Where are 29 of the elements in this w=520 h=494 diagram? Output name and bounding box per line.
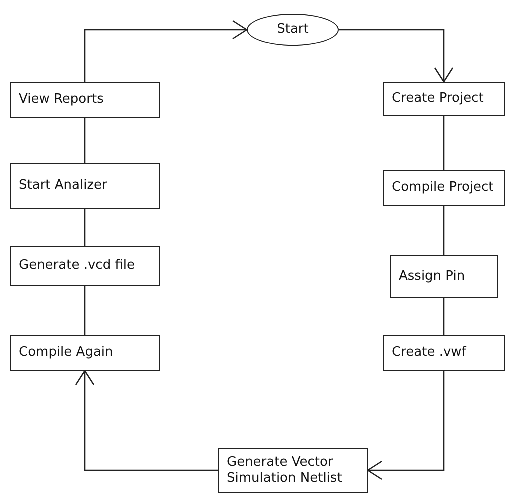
node-label: Compile Project	[392, 180, 494, 196]
connector-line	[84, 209, 86, 246]
connector-line	[443, 298, 445, 335]
process-box	[218, 448, 368, 493]
node-label: Generate .vcd file	[19, 258, 136, 274]
node-label: Create Project	[392, 91, 484, 107]
node-label: Compile Again	[19, 345, 114, 361]
connector-line	[443, 206, 445, 255]
node-label: Create .vwf	[392, 345, 466, 361]
arrow	[339, 29, 454, 84]
process-box	[383, 335, 505, 371]
process-box	[10, 163, 160, 209]
connector-line	[84, 118, 86, 163]
node-label: Start Analizer	[19, 178, 108, 194]
arrow	[366, 371, 445, 480]
connector-line	[443, 116, 445, 170]
node-label: Generate Vector Simulation Netlist	[227, 454, 344, 486]
arrow	[84, 20, 248, 82]
process-box	[10, 82, 160, 118]
node-label: Start	[277, 22, 309, 38]
process-box	[383, 82, 505, 116]
process-box	[10, 335, 160, 371]
connector-line	[84, 286, 86, 335]
process-box	[390, 255, 498, 298]
process-box	[383, 170, 505, 206]
node-label: View Reports	[19, 92, 104, 108]
arrow	[75, 370, 218, 472]
node-label: Assign Pin	[399, 268, 466, 284]
process-box	[10, 246, 160, 286]
